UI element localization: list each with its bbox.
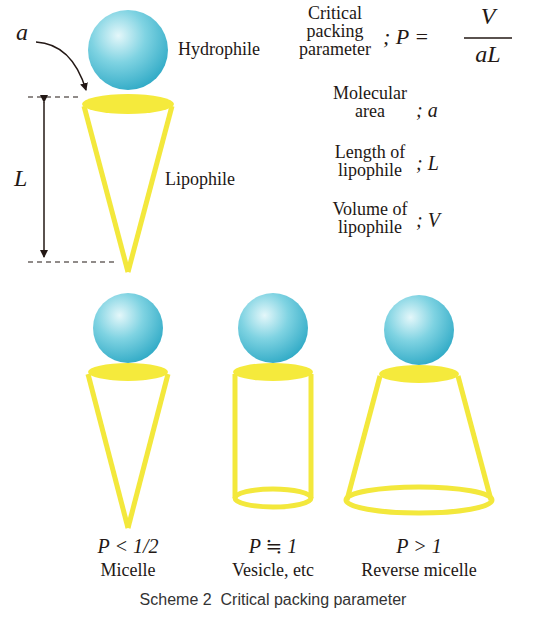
term-label: Volume of lipophile (323, 200, 418, 236)
symbol-label: L (14, 166, 27, 190)
dash-line (28, 96, 80, 97)
term-label: Molecular area (323, 84, 418, 120)
dash-line (28, 261, 118, 262)
formula-text: V (481, 4, 496, 28)
fraction-bar (464, 37, 512, 39)
condition-label: P ≒ 1 (249, 536, 298, 556)
part-label: Lipophile (165, 170, 235, 188)
formula-text: aL (475, 42, 500, 66)
structure-label: Reverse micelle (361, 561, 476, 579)
symbol-label: a (16, 20, 28, 44)
condition-label: P < 1/2 (98, 536, 159, 556)
micelle-shape (88, 293, 168, 528)
vesicle-shape (233, 293, 313, 507)
area-arrow (36, 42, 86, 90)
structure-label: Vesicle, etc (232, 561, 314, 579)
amphiphile-top (82, 10, 174, 272)
formula-text: ; P = (383, 26, 429, 48)
symbol-label: ; a (416, 100, 438, 120)
caption: Scheme 2 Critical packing parameter (140, 592, 407, 608)
term-label: Length of lipophile (323, 143, 418, 179)
symbol-label: ; L (416, 153, 439, 173)
reverse-micelle-shape (346, 295, 492, 513)
part-label: Hydrophile (178, 40, 260, 58)
structure-label: Micelle (101, 561, 156, 579)
length-arrow (43, 102, 45, 257)
condition-label: P > 1 (396, 536, 441, 556)
symbol-label: ; V (416, 210, 440, 230)
term-label: Critical packing parameter (285, 4, 385, 58)
